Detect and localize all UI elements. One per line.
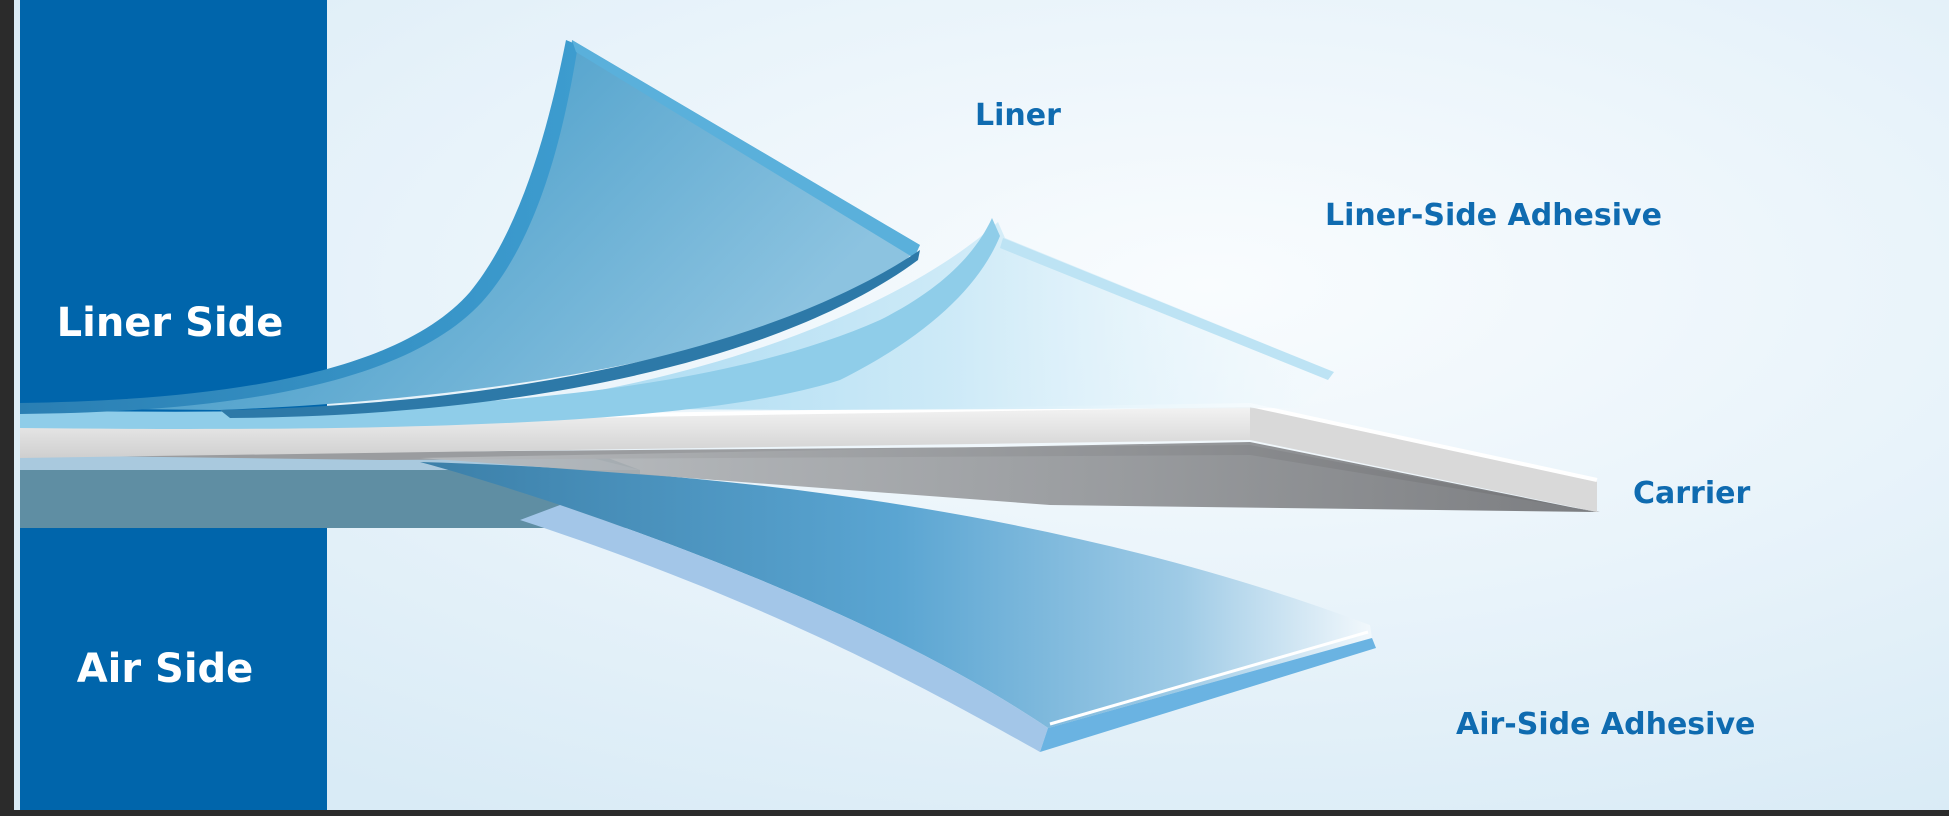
liner-film — [20, 40, 920, 410]
liner-under-edge — [220, 250, 920, 418]
carrier-shadow-wedge — [420, 442, 1595, 512]
air-side-panel — [20, 525, 327, 810]
liner-side-panel — [20, 0, 327, 420]
air-side-adhesive-label: Air-Side Adhesive — [1456, 707, 1755, 742]
air-side-adhesive-edge — [520, 505, 1048, 752]
liner-side-label: Liner Side — [57, 300, 284, 346]
liner-edge — [20, 40, 578, 414]
air-side-adhesive-highlight — [1049, 630, 1369, 726]
carrier-side-face — [1250, 405, 1597, 512]
liner-label: Liner — [975, 98, 1061, 133]
left-border — [0, 0, 14, 816]
carrier-label: Carrier — [1633, 476, 1750, 511]
air-side-adhesive-lip — [1040, 638, 1376, 752]
air-side-adhesive-film — [420, 462, 1372, 728]
liner-side-adhesive-lip — [1000, 238, 1334, 380]
liner-side-adhesive-edge — [20, 218, 1000, 429]
carrier-top-face — [20, 405, 1250, 458]
liner-lip — [572, 40, 920, 258]
air-side-label: Air Side — [77, 646, 254, 692]
liner-side-adhesive-label: Liner-Side Adhesive — [1325, 198, 1662, 233]
bottom-border — [0, 810, 1949, 816]
